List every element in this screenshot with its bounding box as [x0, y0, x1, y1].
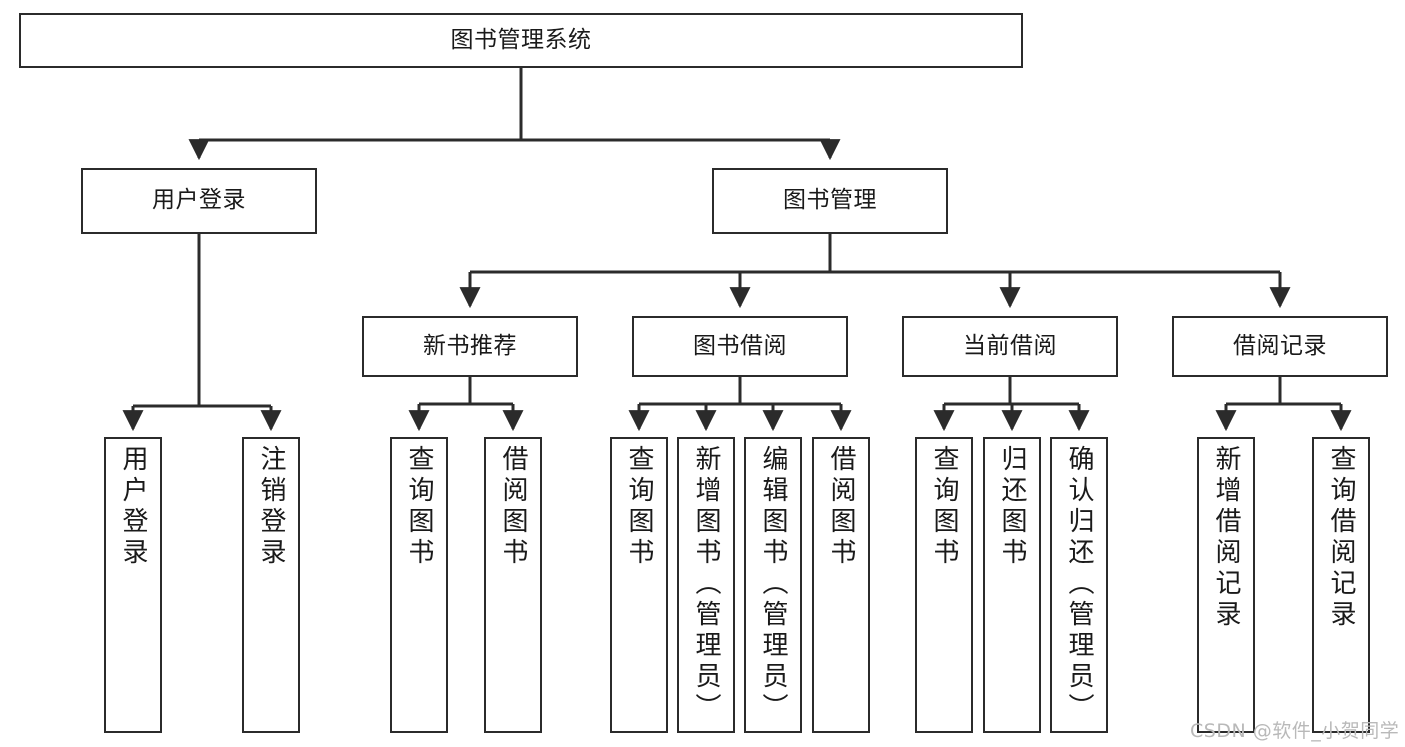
node-label: 确认归还（管理员）	[1064, 445, 1094, 724]
node-label: 借阅记录	[1233, 332, 1327, 359]
node-leaf-add-book[interactable]: 新增图书（管理员）	[677, 437, 735, 733]
node-root-system[interactable]: 图书管理系统	[19, 13, 1023, 68]
node-label: 注销登录	[256, 445, 286, 569]
node-label: 查询图书	[404, 445, 434, 569]
node-label: 图书管理系统	[450, 26, 592, 53]
node-label: 用户登录	[152, 187, 246, 214]
node-label: 借阅图书	[826, 445, 856, 569]
node-new-book-recommend[interactable]: 新书推荐	[362, 316, 578, 377]
node-borrow-records[interactable]: 借阅记录	[1172, 316, 1388, 377]
node-leaf-query-record[interactable]: 查询借阅记录	[1312, 437, 1370, 733]
node-label: 新增图书（管理员）	[691, 445, 721, 724]
node-current-borrow[interactable]: 当前借阅	[902, 316, 1118, 377]
node-label: 查询借阅记录	[1326, 445, 1356, 631]
node-label: 图书借阅	[693, 332, 787, 359]
node-label: 新增借阅记录	[1211, 445, 1241, 631]
node-label: 借阅图书	[498, 445, 528, 569]
node-book-borrow[interactable]: 图书借阅	[632, 316, 848, 377]
node-leaf-borrow-book-1[interactable]: 借阅图书	[484, 437, 542, 733]
node-label: 图书管理	[783, 187, 877, 214]
node-label: 用户登录	[118, 445, 148, 569]
node-leaf-query-book-2[interactable]: 查询图书	[610, 437, 668, 733]
node-leaf-edit-book[interactable]: 编辑图书（管理员）	[744, 437, 802, 733]
node-leaf-logout[interactable]: 注销登录	[242, 437, 300, 733]
node-label: 查询图书	[624, 445, 654, 569]
node-leaf-query-book-1[interactable]: 查询图书	[390, 437, 448, 733]
node-leaf-borrow-book-2[interactable]: 借阅图书	[812, 437, 870, 733]
node-leaf-user-login[interactable]: 用户登录	[104, 437, 162, 733]
node-book-management[interactable]: 图书管理	[712, 168, 948, 234]
node-label: 查询图书	[929, 445, 959, 569]
node-label: 当前借阅	[963, 332, 1057, 359]
watermark: CSDN @软件_小贺同学	[1190, 720, 1400, 742]
node-leaf-confirm-return[interactable]: 确认归还（管理员）	[1050, 437, 1108, 733]
node-label: 编辑图书（管理员）	[758, 445, 788, 724]
node-label: 归还图书	[997, 445, 1027, 569]
node-leaf-add-record[interactable]: 新增借阅记录	[1197, 437, 1255, 733]
node-leaf-return-book[interactable]: 归还图书	[983, 437, 1041, 733]
node-leaf-query-book-3[interactable]: 查询图书	[915, 437, 973, 733]
node-user-login[interactable]: 用户登录	[81, 168, 317, 234]
node-label: 新书推荐	[423, 332, 517, 359]
